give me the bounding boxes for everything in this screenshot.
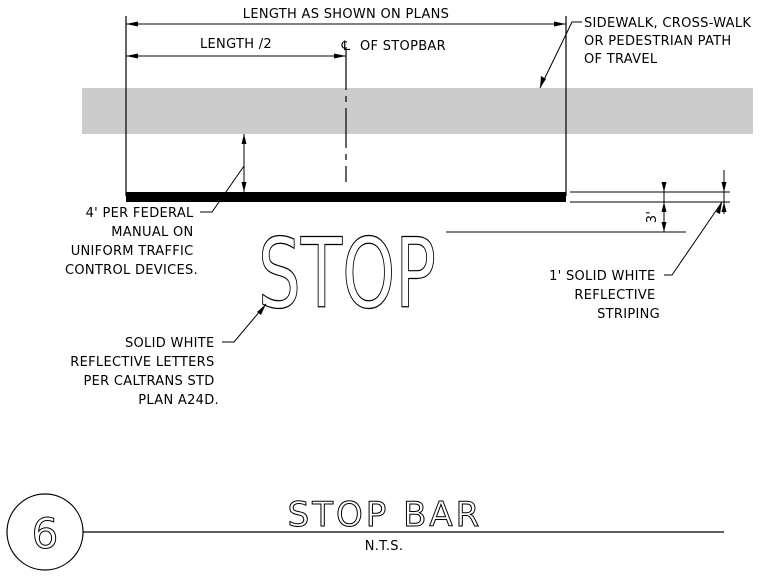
centerline-label: OF STOPBAR	[360, 39, 446, 54]
right-dimension-group: 3'	[446, 170, 730, 233]
total-length-label: LENGTH AS SHOWN ON PLANS	[243, 7, 449, 22]
federal-callout-line-3: UNIFORM TRAFFIC	[71, 244, 194, 259]
half-length-label: LENGTH /2	[200, 37, 272, 52]
striping-callout: 1' SOLID WHITE REFLECTIVE STRIPING	[549, 201, 723, 322]
letters-callout: SOLID WHITE REFLECTIVE LETTERS PER CALTR…	[70, 303, 267, 408]
letters-callout-line-2: REFLECTIVE LETTERS	[70, 355, 214, 370]
centerline-symbol: ℄	[341, 39, 351, 54]
total-length-dimension: LENGTH AS SHOWN ON PLANS	[126, 7, 566, 27]
svg-text:SIDEWALK, CROSS-WALK OR: SIDEWALK, CROSS-WALK OR PEDESTRIAN PATH …	[584, 16, 756, 67]
scale-label: N.T.S.	[365, 539, 404, 554]
svg-text:4' PER FEDERAL MANUAL ON: 4' PER FEDERAL MANUAL ON UNIFORM TRAFFIC…	[65, 206, 198, 278]
striping-callout-line-1: 1' SOLID WHITE	[549, 269, 656, 284]
stopbar-centerline: ℄ OF STOPBAR	[341, 39, 446, 182]
federal-callout-line-4: CONTROL DEVICES.	[65, 263, 198, 278]
letters-callout-line-4: PLAN A24D.	[138, 393, 219, 408]
federal-callout-line-2: MANUAL ON	[111, 225, 193, 240]
sidewalk-callout-line-3: OF TRAVEL	[584, 52, 658, 67]
svg-text:1' SOLID WHITE REFLECTIV: 1' SOLID WHITE REFLECTIVE STRIPING	[549, 269, 660, 322]
federal-callout: 4' PER FEDERAL MANUAL ON UNIFORM TRAFFIC…	[65, 134, 247, 278]
sidewalk-callout-line-2: OR PEDESTRIAN PATH	[584, 34, 732, 49]
stop-pavement-legend: STOP	[258, 218, 436, 330]
title-block: 6 STOP BAR N.T.S.	[6, 493, 724, 571]
sidewalk-band	[82, 88, 753, 134]
letters-callout-line-3: PER CALTRANS STD	[83, 374, 214, 389]
striping-callout-line-2: REFLECTIVE	[574, 288, 655, 303]
svg-text:SOLID WHITE REFLECTIVE L: SOLID WHITE REFLECTIVE LETTERS PER CALTR…	[70, 336, 219, 408]
letters-callout-line-1: SOLID WHITE	[125, 336, 215, 351]
detail-number: 6	[32, 509, 59, 558]
detail-title: STOP BAR	[288, 495, 483, 535]
federal-callout-line-1: 4' PER FEDERAL	[86, 206, 194, 221]
half-length-dimension: LENGTH /2	[126, 37, 346, 59]
sidewalk-callout: SIDEWALK, CROSS-WALK OR PEDESTRIAN PATH …	[539, 16, 756, 89]
striping-callout-line-3: STRIPING	[597, 307, 660, 322]
stop-bar-stripe	[126, 192, 566, 202]
sidewalk-callout-line-1: SIDEWALK, CROSS-WALK	[584, 16, 751, 31]
offset-label: 3'	[645, 211, 660, 223]
